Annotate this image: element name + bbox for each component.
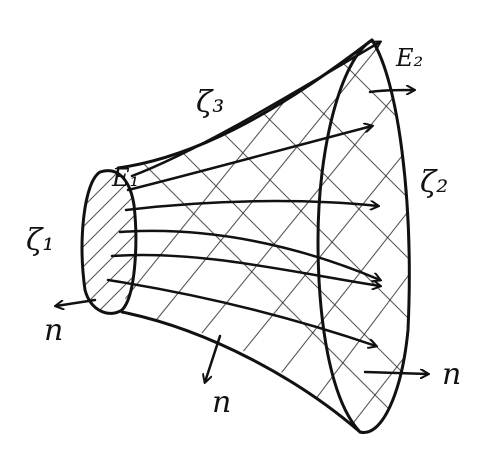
field-line-7 bbox=[368, 90, 414, 92]
label-normal-bottom: n bbox=[212, 385, 231, 420]
label-sigma2: ζ₂ bbox=[420, 165, 448, 200]
field-line-1 bbox=[126, 126, 372, 192]
normal-arrow-right bbox=[363, 372, 428, 374]
left-end-surface bbox=[80, 169, 138, 315]
label-e1: E₁ bbox=[111, 164, 139, 192]
label-sigma1: ζ₁ bbox=[26, 223, 54, 258]
tube-upper-edge bbox=[116, 38, 374, 170]
field-line-2 bbox=[124, 199, 378, 212]
tube-lower-edge bbox=[120, 310, 362, 434]
right-end-surface bbox=[316, 38, 411, 434]
tube-hatching bbox=[118, 40, 410, 433]
label-normal-right: n bbox=[442, 357, 461, 392]
normal-arrow-left bbox=[56, 298, 97, 306]
label-normal-left: n bbox=[44, 313, 63, 348]
field-line-3 bbox=[118, 229, 380, 280]
normal-arrow-bottom bbox=[205, 334, 222, 382]
label-sigma3: ζ₃ bbox=[196, 85, 224, 120]
label-e2: E₂ bbox=[395, 44, 423, 72]
field-lines bbox=[106, 42, 414, 346]
field-line-4 bbox=[110, 253, 380, 286]
field-line-6 bbox=[130, 42, 380, 178]
field-line-5 bbox=[106, 278, 376, 346]
